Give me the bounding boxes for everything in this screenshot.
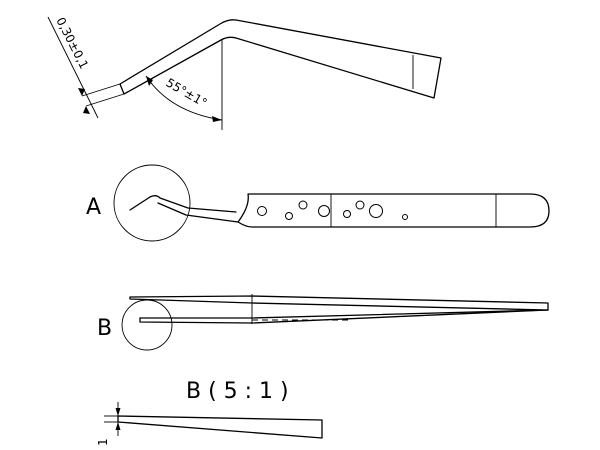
top-view-tip-lower	[157, 202, 239, 223]
tip-dimension-label: 1	[96, 438, 110, 446]
thickness-extension-lower	[85, 93, 125, 107]
detail-b-tip-outline	[117, 415, 323, 439]
vent-hole	[318, 205, 330, 217]
thickness-arrow-upper	[78, 88, 85, 96]
front-view-lower-arm-edge	[139, 309, 549, 324]
angle-arrow-right	[212, 116, 222, 122]
angle-dimension-label: 55°±1°	[164, 75, 210, 110]
front-view-upper-arm	[129, 295, 549, 311]
vent-hole	[402, 214, 408, 220]
detail-b-title: B ( 5 : 1 )	[186, 379, 289, 404]
angle-arrow-left	[146, 76, 153, 86]
tip-dimension-arrow-lower	[115, 422, 121, 430]
vent-hole	[257, 206, 267, 216]
top-view-tip	[129, 195, 237, 213]
thickness-dimension-label: 0,30±0,1	[53, 15, 91, 71]
side-view: 0,30±0,1 55°±1°	[47, 15, 442, 130]
top-view-body	[237, 193, 550, 228]
vent-hole	[298, 200, 308, 210]
tip-dimension-arrow-upper	[115, 408, 121, 416]
thickness-extension-upper	[81, 83, 121, 97]
thickness-arrow-lower	[83, 106, 90, 114]
angle-arc	[145, 75, 223, 121]
vent-hole	[285, 212, 293, 220]
detail-b-circle	[121, 299, 173, 351]
top-view: A	[86, 164, 550, 242]
vent-hole	[355, 200, 365, 210]
detail-b-label: B	[97, 316, 112, 341]
front-view-lower-arm	[139, 309, 549, 319]
detail-a-label: A	[86, 195, 101, 220]
vent-hole	[343, 210, 351, 218]
detail-b-view: B ( 5 : 1 ) 1	[96, 379, 323, 446]
vent-hole	[369, 204, 383, 218]
side-view-outline	[119, 19, 442, 99]
thickness-dimension-line	[47, 16, 99, 119]
front-view: B	[97, 294, 549, 351]
detail-a-circle	[113, 164, 191, 242]
